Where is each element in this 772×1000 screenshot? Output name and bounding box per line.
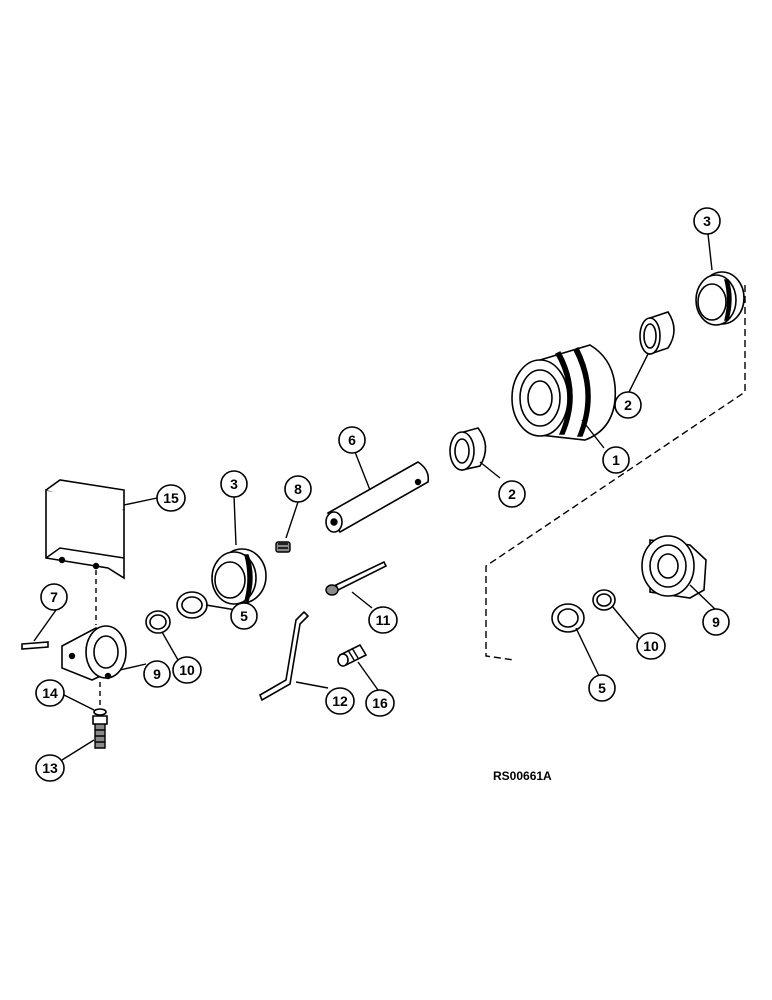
- callout-3-middle: 3: [220, 470, 248, 498]
- part-housing-9-right: [641, 535, 707, 599]
- callout-7: 7: [40, 583, 68, 611]
- part-plug-8: [275, 541, 291, 553]
- part-washer-10-left: [145, 610, 171, 634]
- callout-15: 15: [156, 484, 186, 512]
- part-roller-1: [511, 344, 617, 441]
- part-bracket-15: [45, 479, 125, 625]
- callout-11-label: 11: [376, 612, 391, 628]
- callout-3-right-label: 3: [703, 213, 711, 229]
- callout-3-right: 3: [693, 207, 721, 235]
- callout-10-left-label: 10: [179, 662, 195, 678]
- callout-2-middle: 2: [498, 480, 526, 508]
- part-ring-5-right: [551, 603, 585, 633]
- callout-12: 12: [325, 687, 355, 715]
- callout-9-right-label: 9: [712, 614, 720, 630]
- callout-9-left: 9: [143, 660, 171, 688]
- callout-2-right: 2: [614, 391, 642, 419]
- part-seal-3-right: [695, 271, 745, 326]
- callout-5-left-label: 5: [240, 608, 248, 624]
- part-bushing-2-right: [639, 311, 675, 356]
- callout-11: 11: [368, 606, 398, 634]
- callout-16: 16: [365, 689, 395, 717]
- callout-5-right-label: 5: [598, 680, 606, 696]
- callout-9-left-label: 9: [153, 666, 161, 682]
- callout-16-label: 16: [372, 695, 388, 711]
- callout-12-label: 12: [332, 693, 348, 709]
- assembly-boundary-line: [485, 285, 746, 661]
- callout-7-label: 7: [50, 589, 58, 605]
- callout-3-middle-label: 3: [230, 476, 238, 492]
- callout-10-right: 10: [636, 632, 666, 660]
- callout-10-left: 10: [172, 656, 202, 684]
- callout-15-label: 15: [163, 490, 179, 506]
- reference-code: RS00661A: [493, 769, 552, 783]
- part-fitting-11: [325, 560, 388, 596]
- part-shaft-6: [325, 461, 430, 534]
- callout-2-middle-label: 2: [508, 486, 516, 502]
- leader-lines: [33, 233, 717, 761]
- part-fitting-16: [337, 643, 368, 667]
- part-washer-10-right: [592, 589, 616, 611]
- callout-8-label: 8: [294, 481, 302, 497]
- callout-9-right: 9: [702, 608, 730, 636]
- callout-1: 1: [602, 446, 630, 474]
- callout-6-label: 6: [348, 432, 356, 448]
- callout-8: 8: [284, 475, 312, 503]
- callout-13: 13: [35, 754, 65, 782]
- part-tube-12: [258, 610, 310, 702]
- part-washer-14: [93, 708, 107, 716]
- part-housing-9-left: [61, 625, 127, 705]
- part-seal-3-middle: [211, 548, 267, 605]
- callout-1-label: 1: [612, 452, 620, 468]
- part-bolt-13: [92, 715, 108, 749]
- callout-6: 6: [338, 426, 366, 454]
- part-ring-5-left: [176, 591, 208, 619]
- callout-13-label: 13: [42, 760, 58, 776]
- part-pin-7: [21, 641, 49, 650]
- callout-14-label: 14: [42, 685, 58, 701]
- part-bushing-2-middle: [449, 427, 487, 471]
- callout-5-right: 5: [588, 674, 616, 702]
- callout-14: 14: [35, 679, 65, 707]
- callout-10-right-label: 10: [643, 638, 659, 654]
- callout-2-right-label: 2: [624, 397, 632, 413]
- callout-5-left: 5: [230, 602, 258, 630]
